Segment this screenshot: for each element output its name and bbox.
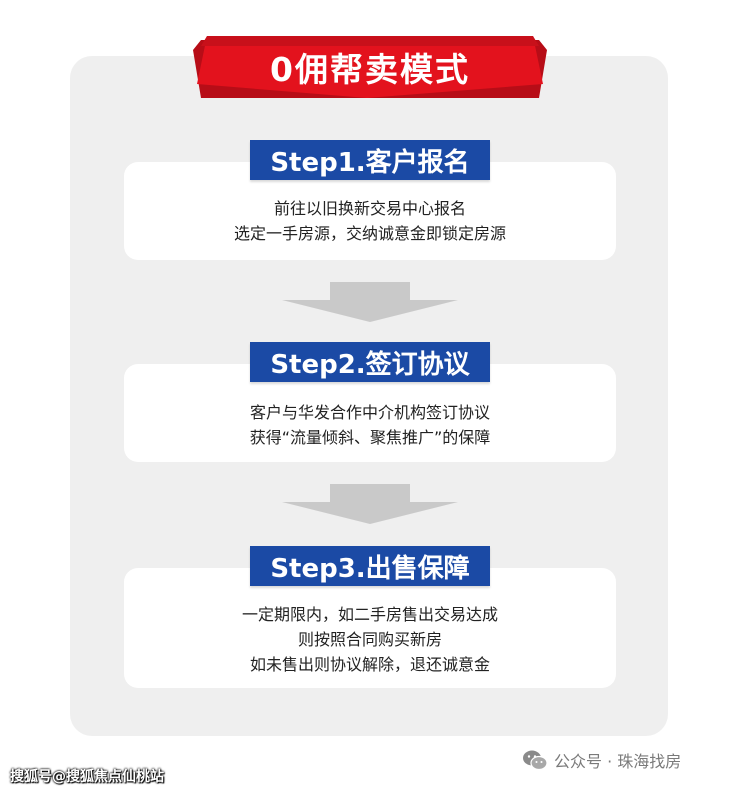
down-arrow-icon	[282, 282, 458, 322]
watermark-text: 搜狐号@搜狐焦点仙桃站	[10, 769, 164, 785]
step3-line-1: 一定期限内，如二手房售出交易达成	[241, 605, 498, 624]
step3-line-2: 则按照合同购买新房	[297, 630, 442, 649]
title-banner-shape	[193, 36, 547, 98]
down-arrow-icon	[282, 484, 458, 524]
step2-line-1: 客户与华发合作中介机构签订协议	[249, 403, 490, 422]
step1-card: 前往以旧换新交易中心报名 选定一手房源，交纳诚意金即锁定房源	[124, 162, 616, 260]
step2-line-2: 获得“流量倾斜、聚焦推广”的保障	[249, 428, 491, 447]
title-banner: 0佣帮卖模式	[193, 36, 547, 98]
step2-label: Step2.签订协议	[250, 342, 490, 382]
step1-label: Step1.客户报名	[250, 140, 490, 180]
step3-card: 一定期限内，如二手房售出交易达成 则按照合同购买新房 如未售出则协议解除，退还诚…	[124, 568, 616, 688]
step3-label: Step3.出售保障	[250, 546, 490, 586]
step3-line-3: 如未售出则协议解除，退还诚意金	[249, 655, 490, 674]
page-title: 0佣帮卖模式	[270, 50, 470, 89]
step1-line-2: 选定一手房源，交纳诚意金即锁定房源	[233, 224, 506, 243]
account-name: 公众号 · 珠海找房	[554, 752, 682, 771]
wechat-icon	[523, 750, 548, 771]
account-tag: 公众号 · 珠海找房	[522, 748, 681, 772]
step1-line-1: 前往以旧换新交易中心报名	[273, 199, 466, 218]
